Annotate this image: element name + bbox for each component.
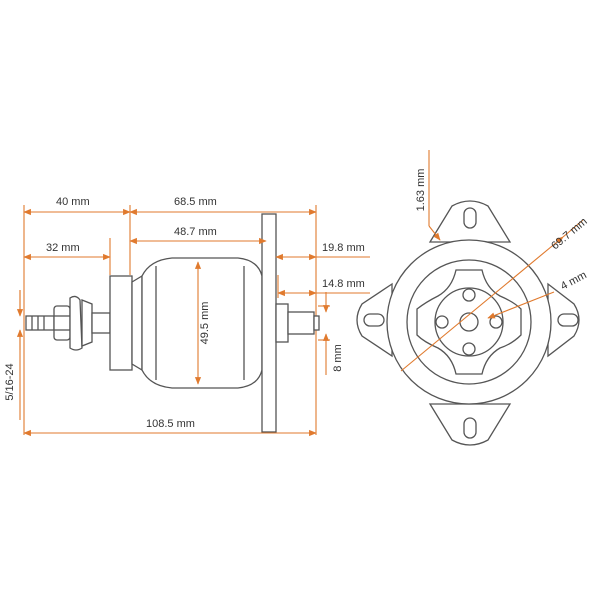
mount-ear-top [428, 200, 512, 243]
bolt-hole-top [462, 288, 476, 302]
dim-rear-shaft-label: 14.8 mm [322, 278, 365, 290]
rear-shaft-tip [313, 315, 320, 331]
rear-hub [275, 303, 289, 343]
dim-hole-dia-label: 4 mm [559, 269, 589, 293]
prop-washer [69, 295, 83, 351]
slot-left [363, 313, 385, 327]
inner-ring [406, 259, 532, 385]
front-view: 69.7 mm 4 mm 1.63 mm [356, 150, 590, 446]
front-shaft [91, 312, 111, 334]
bell-transition [131, 274, 143, 372]
slot-right [557, 313, 579, 327]
dim-flange-thickness-label: 1.63 mm [415, 169, 427, 212]
bolt-hole-right [489, 315, 503, 329]
mount-ear-bottom [428, 403, 512, 446]
dim-mount-rear-label: 19.8 mm [322, 242, 365, 254]
bolt-hole-bottom [462, 342, 476, 356]
bolt-hole-left [435, 315, 449, 329]
dim-bolt-circle-label: 69.7 mm [549, 216, 589, 253]
hub-circle [434, 287, 504, 357]
front-shaft-thread [25, 315, 55, 331]
mount-plate [261, 213, 277, 433]
front-bell [109, 275, 133, 371]
slot-top [463, 207, 477, 229]
dim-can-dia-label: 49.5 mm [199, 302, 211, 345]
mount-ear-left [356, 282, 393, 358]
dim-shaft-dia-label: 8 mm [332, 344, 344, 372]
dim-thread-label: 5/16-24 [4, 363, 16, 400]
side-view: 40 mm 68.5 mm 48.7 mm 32 mm 19.8 mm 14.8… [4, 196, 370, 437]
dim-total-len-label: 108.5 mm [146, 418, 195, 430]
side-dimensions: 40 mm 68.5 mm 48.7 mm 32 mm 19.8 mm 14.8… [4, 196, 370, 437]
dim-front-len-label: 32 mm [46, 242, 80, 254]
mount-ear-right [547, 282, 580, 358]
prop-nut [53, 305, 71, 341]
prop-adapter [81, 299, 93, 347]
slot-bottom [463, 417, 477, 439]
dim-shaft-ext-label: 40 mm [56, 196, 90, 208]
dim-can-len-label: 48.7 mm [174, 226, 217, 238]
center-shaft [459, 312, 479, 332]
dim-body-len-label: 68.5 mm [174, 196, 217, 208]
rear-shaft [287, 311, 315, 335]
